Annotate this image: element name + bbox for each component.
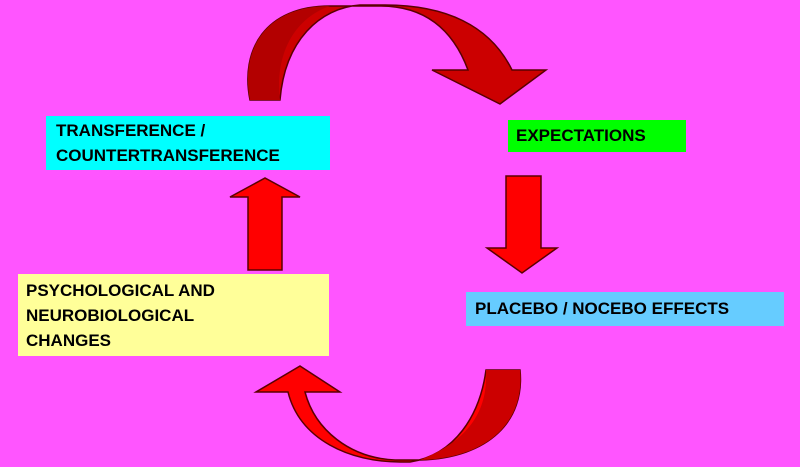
transference-line-2: COUNTERTRANSFERENCE (56, 146, 280, 165)
placebo-node: PLACEBO / NOCEBO EFFECTS (466, 292, 784, 326)
up-arrow (229, 177, 301, 271)
curved-arrow-bottom-shade (420, 370, 521, 460)
curved-arrow-top-shade (247, 6, 330, 100)
psychological-line-3: CHANGES (26, 331, 112, 350)
expectations-node: EXPECTATIONS (508, 120, 686, 152)
transference-node: TRANSFERENCE / COUNTERTRANSFERENCE (46, 116, 330, 170)
placebo-line-1: PLACEBO / NOCEBO EFFECTS (475, 299, 730, 318)
curved-arrow-top (247, 4, 549, 105)
transference-line-1: TRANSFERENCE / (56, 121, 206, 140)
psychological-line-1: PSYCHOLOGICAL AND (26, 281, 215, 300)
expectations-line-1: EXPECTATIONS (516, 126, 646, 145)
psychological-line-2: NEUROBIOLOGICAL (26, 306, 195, 325)
down-arrow (484, 175, 560, 274)
psychological-node: PSYCHOLOGICAL AND NEUROBIOLOGICAL CHANGE… (18, 274, 329, 356)
